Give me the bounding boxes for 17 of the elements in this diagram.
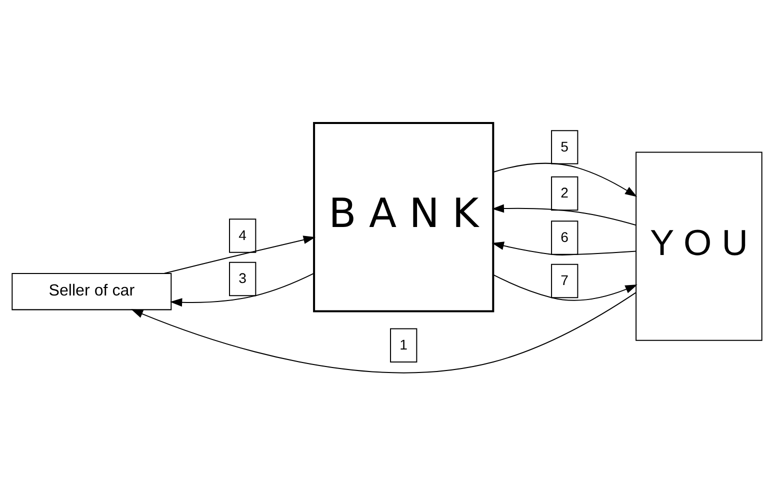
arrow [170,272,314,307]
edge-label: 5 [560,138,568,154]
node-box: B A N K [313,122,494,312]
edge-label: 6 [560,228,568,245]
arrow [493,162,638,197]
edge-label: 3 [238,270,246,286]
edge-label: 7 [560,272,568,288]
node-box: Seller of car [12,272,172,310]
node-box: Y O U [636,152,762,341]
arrow [130,292,636,374]
edge-label: 2 [560,184,568,201]
arrow [493,274,638,301]
arrow [164,236,316,274]
arrow [492,242,636,256]
edge-label: 4 [238,226,246,243]
arrow [492,204,636,226]
edge-label: 1 [400,336,408,353]
